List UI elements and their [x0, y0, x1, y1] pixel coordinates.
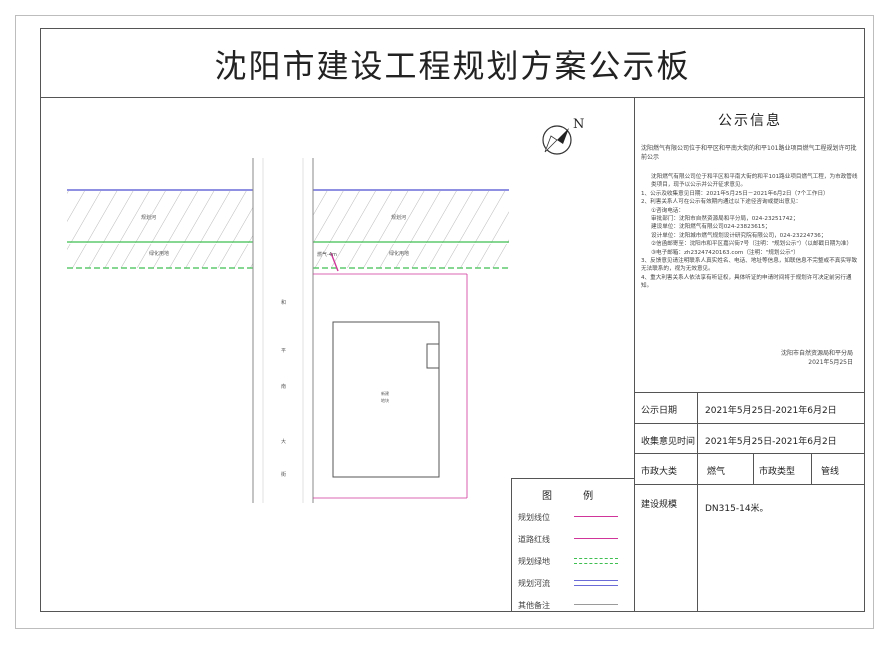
- sign-org: 沈阳市自然资源局和平分局: [780, 350, 853, 357]
- row-key: 市政大类: [641, 467, 678, 477]
- info-intro: 沈阳燃气有限公司位于和平区和平南大街的和平101路业项目燃气工程规划许可批前公示: [641, 145, 857, 161]
- row-value: 2021年5月25日-2021年6月2日: [705, 406, 837, 416]
- sign-date: 2021年5月25日: [808, 359, 853, 366]
- row-value: 2021年5月25日-2021年6月2日: [705, 437, 837, 447]
- green-left: [67, 244, 253, 268]
- legend-swatch: [574, 538, 618, 539]
- row-value: DN315-14米。: [705, 504, 769, 514]
- label-building-sub: 地块: [381, 397, 389, 403]
- street-char: 大: [281, 438, 286, 445]
- gas-pipeline: [330, 252, 339, 272]
- label-river-left: 规划河: [141, 214, 156, 221]
- table-row: 公示日期 2021年5月25日-2021年6月2日: [635, 392, 865, 424]
- label-green-left: 绿化用地: [149, 250, 169, 257]
- info-paragraph: ①咨询电话：: [651, 207, 684, 214]
- legend-label: 规划河流: [518, 579, 550, 588]
- announcement-board: 沈阳市建设工程规划方案公示板: [40, 28, 865, 612]
- table-row: 收集意见时间 2021年5月25日-2021年6月2日: [635, 423, 865, 454]
- legend-swatch: [574, 580, 618, 586]
- info-paragraph: 2、利害关系人可在公示有效期内通过以下途径咨询或提出意见：: [641, 199, 802, 206]
- table-row: 建设规模 DN315-14米。: [635, 484, 865, 612]
- info-paragraph: 4、重大利害关系人依法享有听证权，具体听证的申请时间将于规划许可决定前另行通知。: [641, 274, 852, 290]
- title-row: 沈阳市建设工程规划方案公示板: [41, 29, 864, 98]
- legend-label: 道路红线: [518, 535, 550, 544]
- row-key: 公示日期: [641, 406, 678, 416]
- green-right: [313, 244, 509, 268]
- legend-label: 其他备注: [518, 601, 550, 610]
- info-title: 公示信息: [718, 113, 782, 129]
- row-value: 燃气: [707, 467, 726, 477]
- info-paragraph: 审批部门：沈阳市自然资源局和平分局，024-23251742；: [651, 216, 799, 223]
- legend-swatch: [574, 516, 618, 517]
- board-title: 沈阳市建设工程规划方案公示板: [214, 47, 691, 85]
- label-river-right: 规划河: [391, 214, 406, 221]
- street-char: 平: [281, 348, 286, 354]
- info-paragraph: 建设单位：沈阳燃气有限公司024-23823615；: [651, 224, 771, 231]
- street-char: 南: [281, 383, 286, 390]
- row-key: 建设规模: [641, 500, 678, 510]
- info-panel: 公示信息 沈阳燃气有限公司位于和平区和平南大街的和平101路业项目燃气工程规划许…: [634, 98, 865, 612]
- info-paragraph: 1、公示及收集意见日期：2021年5月25日－2021年6月2日（7个工作日）: [641, 190, 829, 197]
- legend-label: 规划线位: [518, 513, 550, 522]
- legend-swatch: [574, 604, 618, 605]
- street-char: 街: [281, 471, 286, 478]
- info-paragraph: 沈阳燃气有限公司位于和平区和平南大街的和平101路业项目燃气工程，为市政管线类项…: [651, 174, 858, 189]
- svg-text:N: N: [573, 117, 584, 132]
- legend: 图 例 规划线位 道路红线 规划绿地 规划河流 其他备注: [511, 478, 635, 612]
- label-green-right: 绿化用地: [389, 250, 409, 257]
- plan-map-drawing: N 规划河 规划河 绿化用地 绿化用地 燃气-4m 新建 地块 和 平 南 大 …: [67, 117, 584, 503]
- table-row: 市政大类 燃气 市政类型 管线: [635, 453, 865, 485]
- info-body: 沈阳燃气有限公司位于和平区和平南大街的和平101路业项目燃气工程，为市政管线类项…: [641, 173, 859, 291]
- label-building: 新建: [381, 390, 389, 396]
- legend-title: 图 例: [542, 491, 608, 502]
- legend-swatch: [574, 558, 618, 564]
- north-arrow-icon: N: [542, 117, 584, 155]
- row-value: 管线: [821, 467, 840, 477]
- outer-frame: [15, 15, 874, 629]
- street-char: 和: [281, 299, 286, 306]
- info-paragraph: 设计单位：沈阳城市燃气规划设计研究院有限公司，024-23224736；: [651, 232, 827, 239]
- info-paragraph: ③电子邮箱：zh23247420163.com（注明："规划公示"）: [651, 249, 799, 256]
- row-key: 市政类型: [759, 467, 796, 477]
- info-paragraph: ②信函邮寄至：沈阳市和平区嘉兴街7号（注明："规划公示"）（以邮戳日期为准）: [651, 241, 853, 248]
- river-right: [313, 191, 509, 243]
- plan-map: N 规划河 规划河 绿化用地 绿化用地 燃气-4m 新建 地块 和 平 南 大 …: [41, 98, 634, 611]
- label-gas: 燃气-4m: [317, 251, 337, 258]
- row-key: 收集意见时间: [641, 437, 696, 447]
- river-left: [67, 191, 253, 243]
- building-outline: [332, 321, 440, 478]
- legend-label: 规划绿地: [518, 557, 550, 566]
- info-paragraph: 3、反馈意见请注明联系人真实姓名、电话、地址等信息，如联信息不完整或不真实导致无…: [641, 258, 858, 273]
